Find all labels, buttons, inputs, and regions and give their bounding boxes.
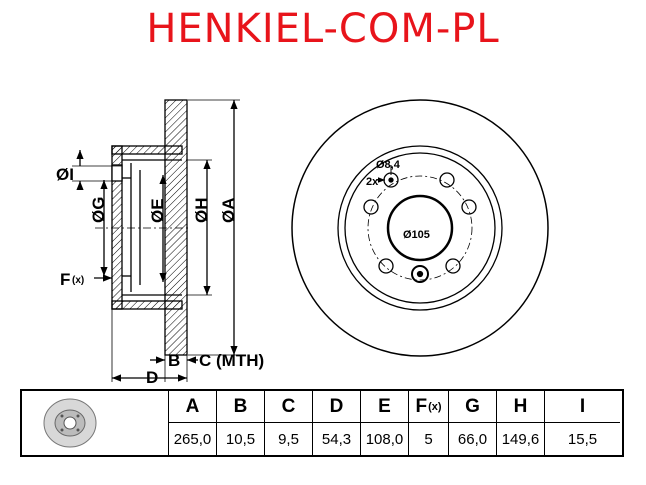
header-C: C	[264, 391, 312, 423]
header-F: F(x)	[408, 391, 448, 423]
value-H: 149,6	[496, 423, 544, 455]
label-hole-count: 2x	[366, 176, 379, 188]
disc-outer-circle	[291, 99, 549, 357]
label-F-sub: (x)	[72, 275, 84, 286]
label-center-dia: Ø105	[403, 229, 430, 241]
header-A: A	[168, 391, 216, 423]
header-E: E	[360, 391, 408, 423]
header-H: H	[496, 391, 544, 423]
label-E: ØE	[148, 198, 167, 223]
value-B: 10,5	[216, 423, 264, 455]
value-E: 108,0	[360, 423, 408, 455]
header-G: G	[448, 391, 496, 423]
front-view	[291, 99, 549, 357]
brand-title: HENKIEL-COM-PL	[146, 6, 500, 52]
side-section-view	[72, 99, 240, 382]
header-B: B	[216, 391, 264, 423]
label-I: ØI	[56, 165, 74, 184]
spec-table: A B C D E F(x) G H I 265,0 10,5 9,5 54,3…	[20, 389, 624, 457]
value-C: 9,5	[264, 423, 312, 455]
label-B: B	[168, 351, 180, 370]
value-A: 265,0	[168, 423, 216, 455]
disc-section-hatch	[164, 99, 188, 356]
label-G: ØG	[89, 197, 108, 223]
header-I: I	[544, 391, 620, 423]
value-I: 15,5	[544, 423, 620, 455]
label-D: D	[146, 368, 158, 387]
header-D: D	[312, 391, 360, 423]
hat-face-hatch	[111, 145, 123, 310]
label-F: F	[60, 270, 70, 289]
disc-thumbnail-image	[43, 398, 97, 448]
spec-grid: A B C D E F(x) G H I 265,0 10,5 9,5 54,3…	[168, 391, 622, 455]
value-G: 66,0	[448, 423, 496, 455]
label-hole-dia: Ø8,4	[376, 159, 401, 171]
value-D: 54,3	[312, 423, 360, 455]
bolt-holes	[363, 172, 477, 283]
technical-drawing: ØI ØG ØE ØH ØA F (x) B C (MTH) D Ø8,4 2x…	[56, 99, 549, 387]
label-A: ØA	[219, 198, 238, 224]
center-bore	[386, 194, 454, 262]
value-F: 5	[408, 423, 448, 455]
label-C: C (MTH)	[199, 351, 264, 370]
label-H: ØH	[192, 198, 211, 224]
